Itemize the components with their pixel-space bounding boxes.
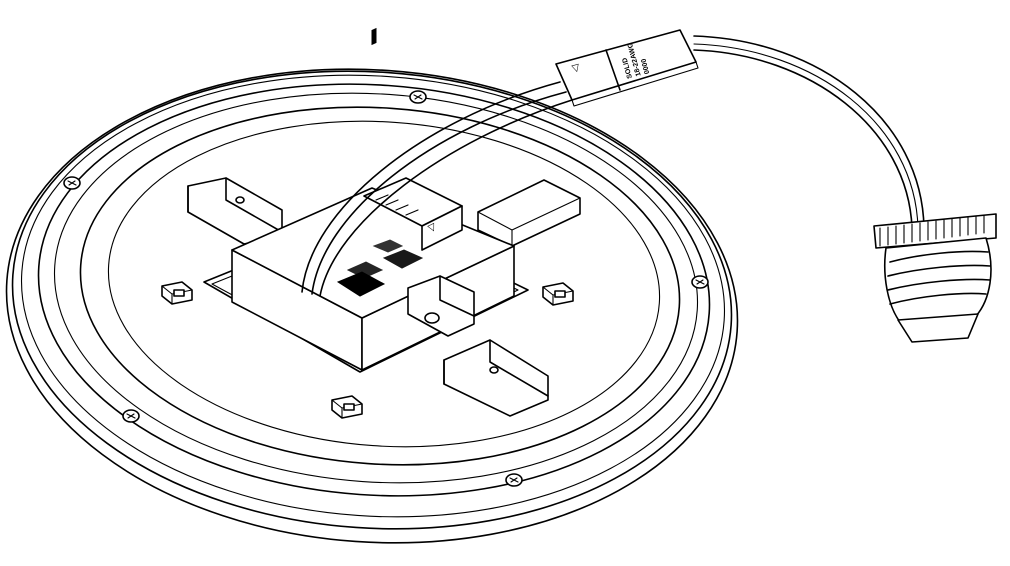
trim-ring	[5, 68, 739, 544]
mounting-clip-icon	[161, 281, 574, 419]
bracket-bottom	[443, 339, 549, 417]
bracket-top-right	[477, 179, 581, 247]
cable	[301, 35, 925, 297]
spec-label-icon	[336, 239, 424, 297]
connector-mark: ▽	[571, 62, 582, 75]
socket-adapter	[873, 213, 997, 343]
connector-label-3: 0000	[640, 58, 651, 75]
rim-screw-icon	[63, 90, 709, 487]
wire-connector: ▽ SOLID 18-22AWG 0000	[555, 29, 699, 107]
